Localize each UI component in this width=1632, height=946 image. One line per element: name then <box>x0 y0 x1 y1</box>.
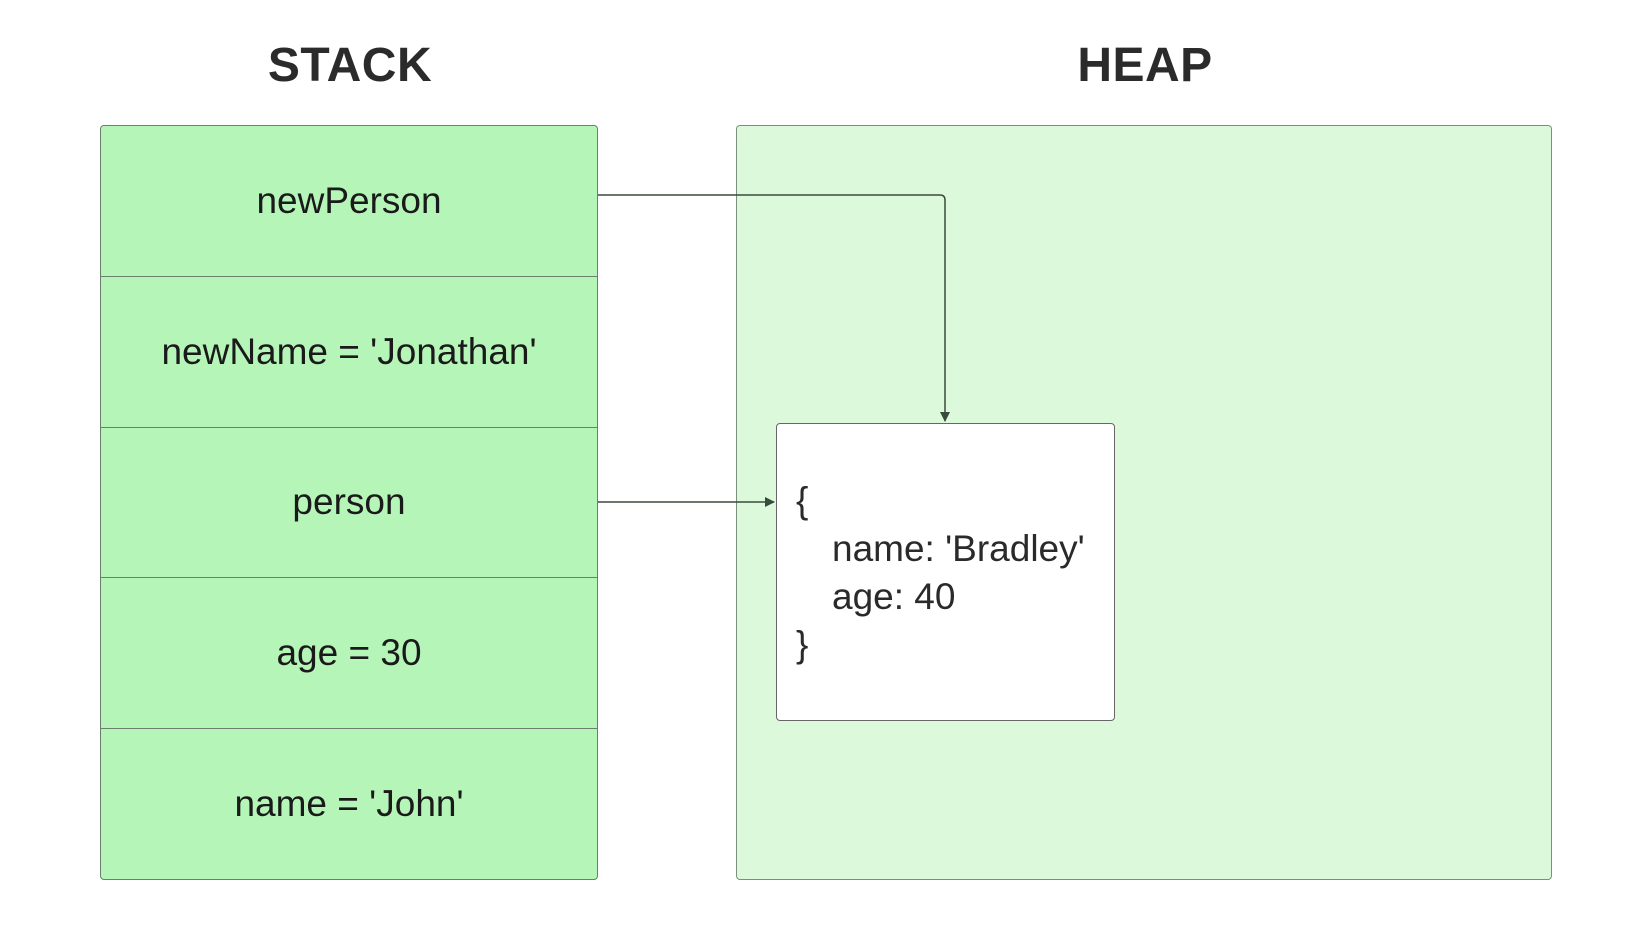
heap-object-box: { name: 'Bradley' age: 40 } <box>776 423 1115 721</box>
stack-cell-person: person <box>101 428 597 579</box>
object-age-property: age: 40 <box>832 576 956 617</box>
stack-cell-newperson: newPerson <box>101 126 597 277</box>
stack-cell-name: name = 'John' <box>234 783 464 825</box>
object-name-property: name: 'Bradley' <box>832 528 1085 569</box>
heap-title: HEAP <box>1077 39 1213 92</box>
object-close-brace: } <box>796 624 809 665</box>
stack-region: newPerson newName = 'Jonathan' person ag… <box>100 125 598 880</box>
stack-title: STACK <box>267 39 433 92</box>
object-open-brace: { <box>796 480 809 521</box>
stack-cell-age: age = 30 <box>101 578 597 730</box>
stack-cell-newname: newName = 'Jonathan' <box>101 277 597 428</box>
